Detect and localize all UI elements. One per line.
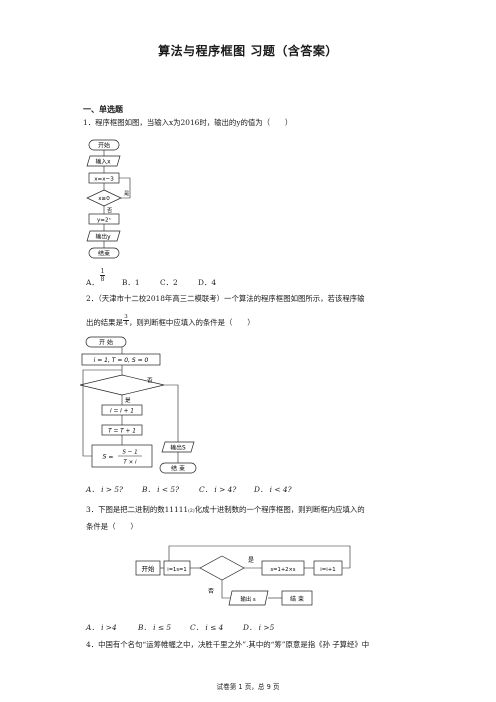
q2-flowchart: 开 始 i = 1, T = 0, S = 0 否 是 i = i + 1 T … (80, 336, 197, 474)
q2-option-c: C． i > 4? (199, 485, 237, 494)
q2-init-node (81, 353, 161, 366)
q3-loop-arrow (168, 545, 351, 569)
q2-step3-left: S = (103, 454, 114, 461)
q2-options: A． i > 5? B． i < 5? C． i > 4? D． i < 4? (86, 484, 292, 495)
page-footer: 试卷第 1 页，总 9 页 (216, 683, 280, 691)
q3-init-text: i=1s=1 (167, 567, 186, 573)
q1-yes-label: 是 (124, 190, 129, 197)
q2-yes-label: 是 (125, 397, 131, 404)
q3-assign-text: s=1+2×s (270, 567, 295, 573)
q3-option-c: C． i ≤ 4 (190, 623, 224, 632)
q1-flowchart: 开始 输入x x=x−3 x≥0 是 否 y=2ˣ 输出y 结束 (86, 139, 131, 259)
q1-option-b: B．1 (122, 278, 140, 287)
q1-input-node (86, 155, 121, 167)
q3-option-d: D． i >5 (243, 623, 275, 632)
q2-option-a: A． i > 5? (86, 485, 123, 494)
document-title: 算法与程序框图 习题（含答案） (158, 44, 338, 58)
q2-option-d: D． i < 4? (254, 485, 292, 494)
q2-step2-text: T = T + 1 (108, 429, 136, 435)
q2-line1: 2．（天津市十二校2018年高三二模联考）一个算法的程序框图如图所示，若该程序输 (86, 294, 365, 303)
q3-options: A． i >4 B． i ≤ 5 C． i ≤ 4 D． i >5 (86, 622, 274, 633)
q1-input-text: 输入x (95, 158, 111, 166)
q1-output-text: 输出y (95, 233, 111, 241)
q2-option-b: B． i < 5? (142, 485, 180, 494)
section-heading: 一、单选题 (83, 105, 123, 114)
q2-start-node (85, 336, 127, 348)
q3-no-branch (221, 580, 230, 599)
q2-end-text: 结 束 (171, 465, 185, 473)
q3-option-b: B． i ≤ 5 (138, 623, 172, 632)
q2-init-text: i = 1, T = 0, S = 0 (94, 357, 149, 364)
q1-output-node (86, 230, 121, 242)
q1-cond-text: x≥0 (98, 196, 110, 202)
q3-line2: 条件是（ ） (86, 522, 138, 531)
q1-end-node (88, 247, 120, 259)
q2-end-node (159, 462, 197, 474)
q3-line1: 3．下图是把二进制的数11111₍₂₎化成十进制数的一个程序框图，则判断框内应填… (86, 505, 365, 514)
q2-start-text: 开 始 (99, 339, 113, 347)
q3-output-text: 输出 s (240, 595, 255, 603)
q1-stem: 1．程序框图如图，当输入x为2016时，输出的y的值为（ ） (83, 118, 293, 127)
q3-cond-node (199, 555, 245, 581)
q2-step1-text: i = i + 1 (110, 409, 134, 415)
q1-calc-text: y=2ˣ (97, 218, 112, 224)
q1-end-text: 结束 (98, 250, 110, 258)
q3-option-a: A． i >4 (86, 623, 117, 632)
q3-end-text: 结 束 (290, 595, 304, 603)
q2-step3-top: S − 1 (122, 450, 137, 456)
q3-end-node (281, 590, 313, 606)
q1-loop-arrow (119, 177, 131, 199)
q3-start-text: 开始 (142, 564, 156, 573)
q4-line1: 4．中国有个名句“运筹帷幄之中，决胜千里之外”.其中的“筹”原意是指《孙 子算经… (86, 640, 370, 649)
q1-option-c: C．2 (160, 278, 178, 287)
q1-start-text: 开始 (98, 142, 110, 150)
q1-assign-text: x=x−3 (94, 177, 114, 183)
q2-output-text: 输出S (170, 444, 186, 452)
q3-incr-text: i=i+1 (320, 567, 335, 573)
q3-output-node (228, 590, 269, 606)
q3-no-label: 否 (208, 588, 214, 595)
q1-option-a: A． (86, 278, 99, 287)
q1-no-label: 否 (107, 207, 112, 214)
q1-option-d: D．4 (198, 278, 217, 287)
q2-output-node (161, 441, 195, 453)
q2-step3-bottom: T × i (123, 460, 137, 466)
q2-no-branch (164, 384, 179, 442)
q2-loop-arrow (82, 369, 122, 457)
q3-flowchart: 开始 i=1s=1 是 s=1+2×s i=i+1 否 输出 s 结 束 (135, 545, 351, 606)
q2-no-label: 否 (147, 377, 153, 384)
q3-yes-label: 是 (248, 557, 254, 564)
